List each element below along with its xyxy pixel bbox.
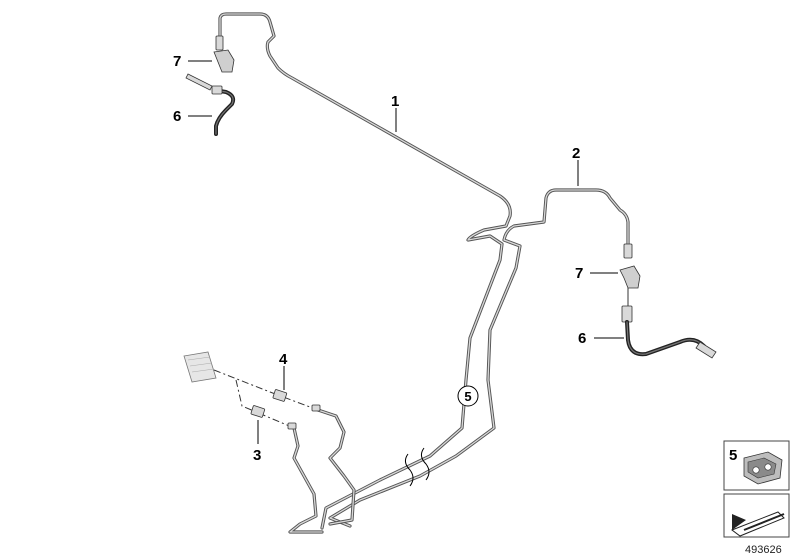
bracket-7-top xyxy=(213,49,235,73)
legend-clip-box: 5 xyxy=(723,440,790,491)
brake-line-1 xyxy=(218,12,512,530)
callout-7-right: 7 xyxy=(575,265,583,282)
fitting-top xyxy=(215,35,224,51)
fitting-4 xyxy=(272,389,321,412)
legend-arrow-box xyxy=(723,493,790,538)
brake-line-3 xyxy=(288,426,324,534)
hose-6-top xyxy=(185,73,236,136)
pipe-break-symbol xyxy=(404,447,430,487)
svg-text:5: 5 xyxy=(464,389,471,404)
callout-1: 1 xyxy=(391,93,399,110)
callout-4: 4 xyxy=(279,351,288,368)
brake-line-2 xyxy=(328,188,630,528)
brake-line-4 xyxy=(316,408,356,526)
callout-7-top: 7 xyxy=(173,53,181,70)
hydraulic-unit-connector xyxy=(183,351,217,383)
fitting-right xyxy=(623,243,633,259)
bracket-7-right xyxy=(619,265,641,289)
callout-5-circle: 5 xyxy=(457,385,479,407)
hose-6-right xyxy=(621,288,717,359)
fitting-3 xyxy=(250,405,297,430)
callout-2: 2 xyxy=(572,145,580,162)
callout-6-top: 6 xyxy=(173,108,181,125)
clip-icon xyxy=(743,451,783,485)
reference-arrow-icon xyxy=(730,511,785,537)
reference-number: 493626 xyxy=(745,544,782,556)
legend-label-5: 5 xyxy=(729,447,737,464)
callout-6-right: 6 xyxy=(578,330,586,347)
connection-line-4 xyxy=(213,369,319,411)
callout-3: 3 xyxy=(253,447,261,464)
connection-line-3 xyxy=(235,379,295,429)
